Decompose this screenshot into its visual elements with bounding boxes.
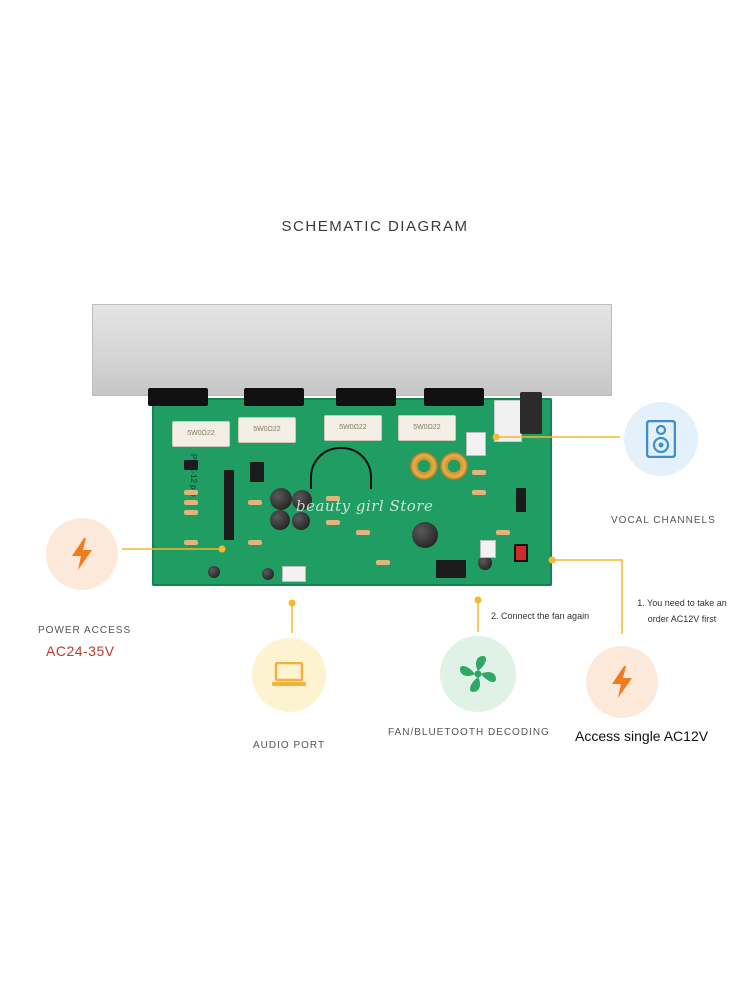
watermark: beauty girl Store [296, 497, 434, 515]
capacitor [270, 510, 290, 530]
power-transistor [336, 388, 396, 406]
audio-port-label: AUDIO PORT [253, 740, 326, 751]
fan-line-dot [474, 596, 482, 604]
power-resistor: 5W0Ω22 [238, 417, 296, 443]
fan-icon-circle [440, 636, 516, 712]
resistor [248, 540, 262, 545]
capacitor [208, 566, 220, 578]
ic-chip [224, 470, 234, 540]
resistor [184, 540, 198, 545]
capacitor [292, 512, 310, 530]
lightning-icon [612, 666, 632, 698]
audio-port-icon-circle [252, 638, 326, 712]
ic-chip [436, 560, 466, 578]
vocal-label: VOCAL CHANNELS [611, 515, 716, 526]
ac12v-icon-circle [586, 646, 658, 718]
resistor [326, 520, 340, 525]
power-resistor: 5W0Ω22 [172, 421, 230, 447]
heatsink [92, 304, 612, 396]
vocal-icon-circle [624, 402, 698, 476]
fan-note: 2. Connect the fan again [491, 611, 590, 621]
resistor [472, 490, 486, 495]
capacitor [412, 522, 438, 548]
capacitor [270, 488, 292, 510]
vocal-line-dot [492, 433, 500, 441]
power-access-value: AC24-35V [46, 643, 115, 659]
ic-chip [250, 462, 264, 482]
capacitor [262, 568, 274, 580]
ac12v-note-line2: order AC12V first [647, 614, 717, 624]
power-access-label: POWER ACCESS [38, 625, 132, 636]
ac12v-label: Access single AC12V [575, 728, 709, 744]
capacitor [292, 490, 312, 510]
power-transistor [148, 388, 208, 406]
resistor [184, 510, 198, 515]
resistor [184, 500, 198, 505]
resistor [326, 496, 340, 501]
ac12v-line [552, 559, 623, 634]
resistor [356, 530, 370, 535]
audio-connector [282, 566, 306, 582]
ic-chip [516, 488, 526, 512]
connector [466, 432, 486, 456]
power-resistor: 5W0Ω22 [324, 415, 382, 441]
power-resistor: 5W0Ω22 [398, 415, 456, 441]
fan-icon [460, 656, 496, 692]
resistor [248, 500, 262, 505]
resistor [496, 530, 510, 535]
inductor-coil [410, 452, 438, 480]
ac12v-note-line1: 1. You need to take an [637, 598, 727, 608]
capacitor [478, 556, 492, 570]
speaker-icon [646, 420, 676, 458]
power-transistor [244, 388, 304, 406]
fan-connector [480, 540, 496, 558]
ac12v-note: 1. You need to take an order AC12V first [626, 595, 738, 627]
power-switch [514, 544, 528, 562]
power-access-icon-circle [46, 518, 118, 590]
power-transistor [424, 388, 484, 406]
laptop-icon [272, 662, 306, 686]
resistor [184, 490, 198, 495]
page-title: SCHEMATIC DIAGRAM [281, 218, 469, 235]
fan-label: FAN/BLUETOOTH DECODING [388, 727, 550, 738]
resistor [376, 560, 390, 565]
inductor-coil [440, 452, 468, 480]
power-line-dot [218, 545, 226, 553]
resistor [472, 470, 486, 475]
ic-chip [184, 460, 198, 470]
audio-line-dot [288, 599, 296, 607]
ac12v-line-dot [548, 556, 556, 564]
lightning-icon [72, 538, 92, 570]
speaker-jack [520, 392, 542, 434]
